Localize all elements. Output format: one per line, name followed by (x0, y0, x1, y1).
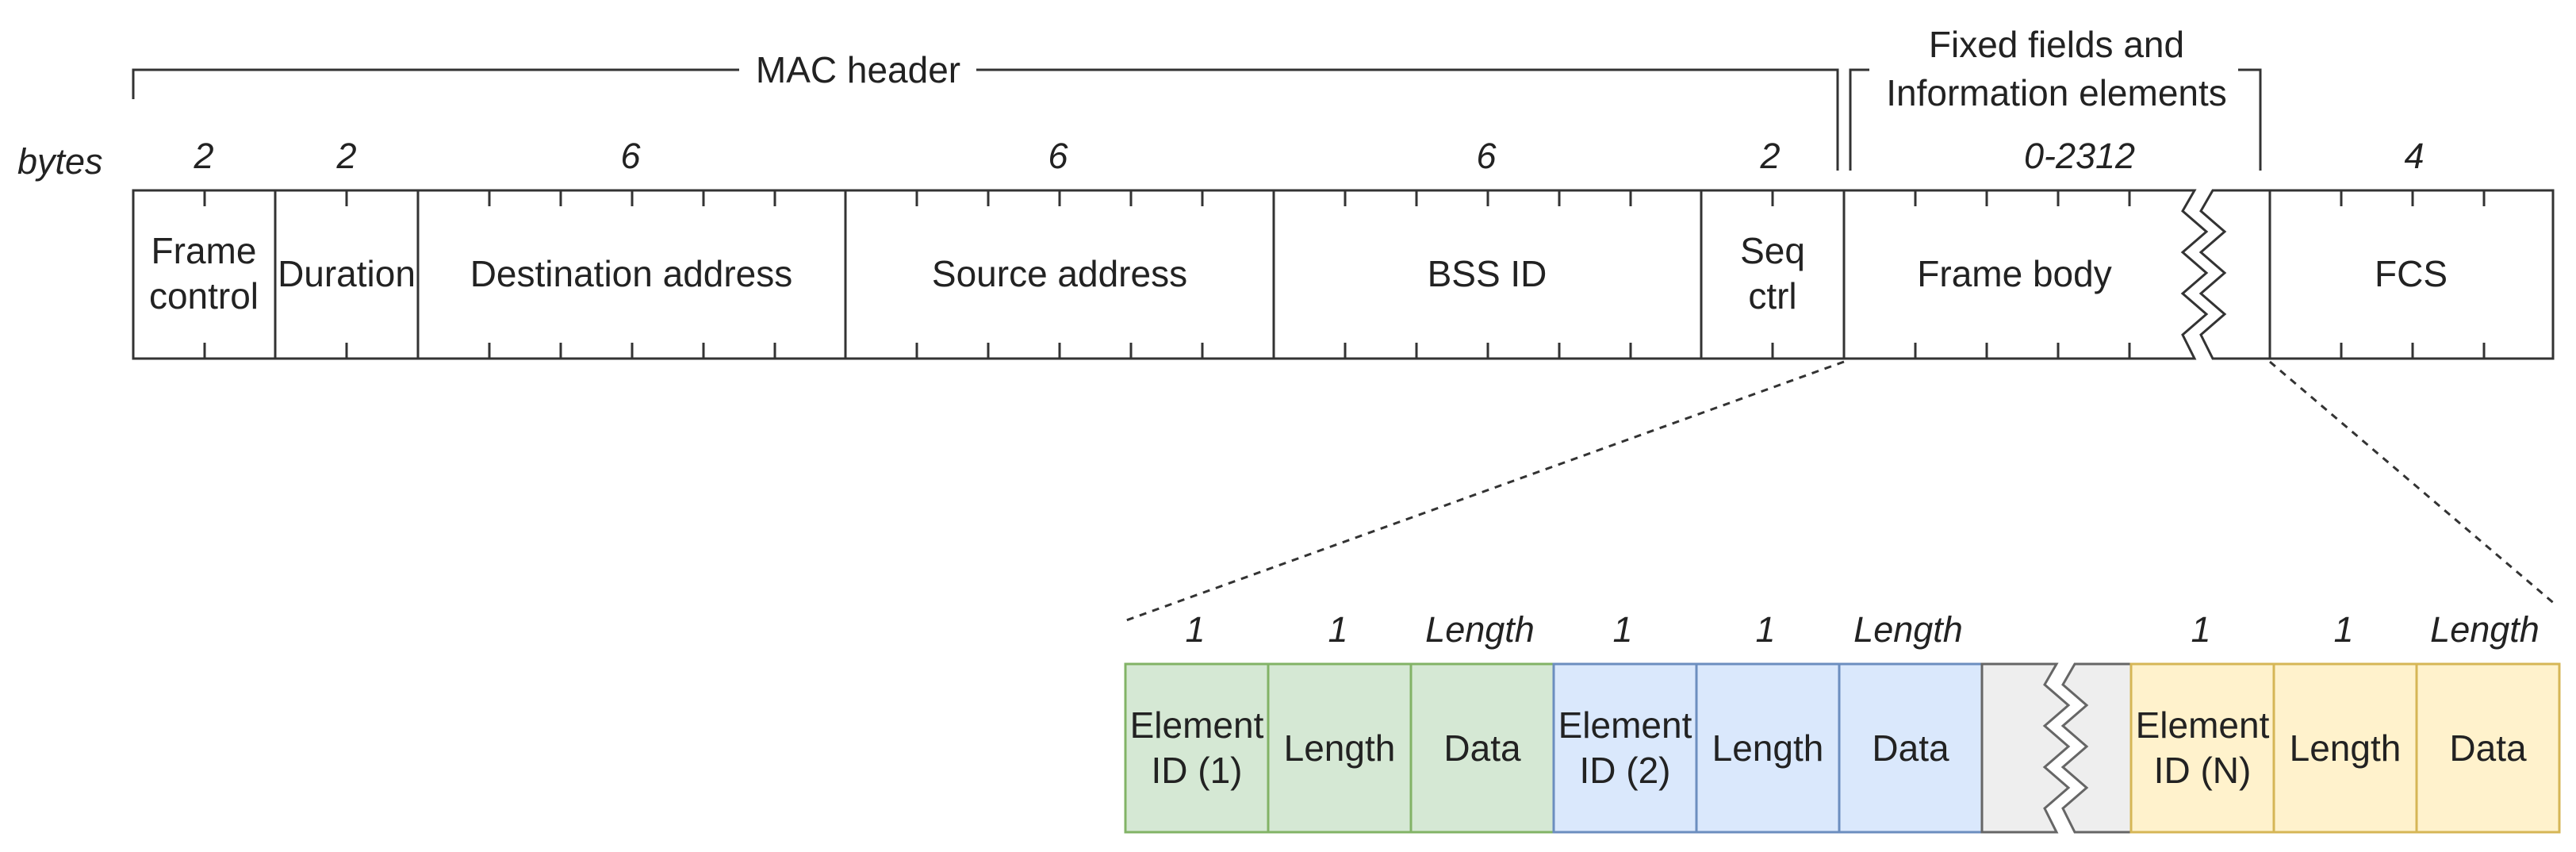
size-source-address: 6 (1048, 136, 1068, 176)
label-seq-ctrl-2: ctrl (1748, 275, 1796, 317)
ie-element-id-1-label-1: Element (1130, 704, 1264, 746)
ie-element-id-1-box (1124, 662, 1270, 834)
ie-length-1-label: Length (1284, 727, 1396, 769)
ie-size-2: 1 (1328, 609, 1347, 650)
size-frame-body: 0-2312 (2024, 136, 2135, 176)
ie-data-1-box (1409, 662, 1555, 834)
ie-size-4: 1 (1612, 609, 1632, 650)
size-destination-address: 6 (620, 136, 641, 176)
size-duration: 2 (335, 136, 356, 176)
label-frame-control-2: control (149, 275, 259, 317)
ie-element-id-n-label-1: Element (2136, 704, 2270, 746)
ie-element-id-n-label-2: ID (N) (2154, 750, 2252, 791)
label-seq-ctrl-1: Seq (1740, 230, 1805, 271)
ie-length-n-label: Length (2290, 727, 2402, 769)
body-header-label-1: Fixed fields and (1929, 24, 2184, 65)
ie-length-1-box (1267, 662, 1413, 834)
size-seq-ctrl: 2 (1759, 136, 1780, 176)
label-source-address: Source address (932, 253, 1187, 294)
ie-element-id-2-label-2: ID (2) (1580, 750, 1671, 791)
ie-length-2-box (1695, 662, 1841, 834)
ie-data-n-label: Data (2449, 727, 2527, 769)
ie-data-1-label: Data (1443, 727, 1521, 769)
field-frame-body (1842, 189, 2209, 360)
size-fcs: 4 (2404, 136, 2424, 176)
zoom-line-left (1125, 360, 1845, 622)
label-frame-control-1: Frame (151, 230, 257, 271)
body-header-bracket (1849, 68, 2262, 171)
label-destination-address: Destination address (470, 253, 793, 294)
mac-header-bracket (132, 68, 1839, 171)
label-bss-id: BSS ID (1428, 253, 1547, 294)
ie-gap-right (2060, 662, 2133, 834)
byte-tick-marks (203, 190, 2486, 359)
ie-data-2-box (1838, 662, 1984, 834)
ie-element-id-n-box (2129, 662, 2275, 834)
ie-size-5: 1 (1755, 609, 1775, 650)
ie-length-2-label: Length (1712, 727, 1824, 769)
ie-data-n-box (2415, 662, 2561, 834)
ie-data-2-label: Data (1872, 727, 1949, 769)
ie-size-1: 1 (1185, 609, 1205, 650)
ie-element-id-2-label-1: Element (1558, 704, 1692, 746)
field-frame-control (132, 189, 277, 360)
label-fcs: FCS (2375, 253, 2448, 294)
ie-size-6: Length (1853, 609, 1963, 650)
label-frame-body: Frame body (1917, 253, 2111, 294)
label-duration: Duration (278, 253, 416, 294)
mac-header-label: MAC header (756, 49, 960, 90)
size-bss-id: 6 (1476, 136, 1497, 176)
field-frame-body-tail (2198, 189, 2271, 360)
ie-gap-left (1980, 662, 2071, 834)
bytes-label: bytes (17, 141, 103, 182)
size-frame-control: 2 (193, 136, 213, 176)
body-header-label-2: Information elements (1886, 72, 2227, 113)
ie-size-7: 1 (2191, 609, 2210, 650)
ie-element-id-1-label-2: ID (1) (1152, 750, 1243, 791)
ie-size-9: Length (2430, 609, 2540, 650)
ie-size-3: Length (1425, 609, 1535, 650)
zoom-line-right (2269, 360, 2556, 606)
field-seq-ctrl (1700, 189, 1846, 360)
ie-element-id-2-box (1552, 662, 1698, 834)
ie-length-n-box (2272, 662, 2418, 834)
ie-size-8: 1 (2333, 609, 2353, 650)
